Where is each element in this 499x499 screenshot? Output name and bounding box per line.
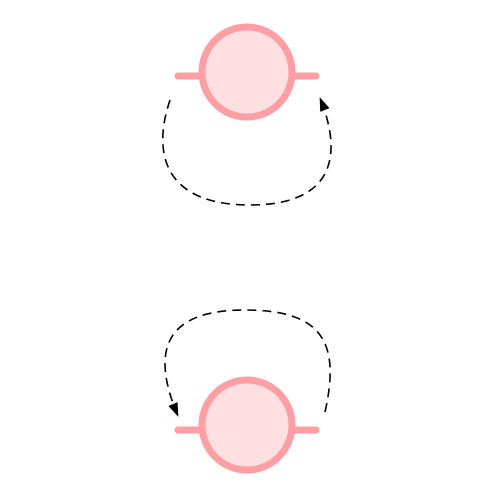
- top-node-circle: [198, 23, 296, 121]
- bottom-loop-edge: [164, 309, 331, 417]
- bottom-node-circle: [198, 376, 296, 474]
- bottom-node: [174, 376, 320, 474]
- top-node: [174, 23, 320, 121]
- top-loop-edge: [162, 97, 332, 206]
